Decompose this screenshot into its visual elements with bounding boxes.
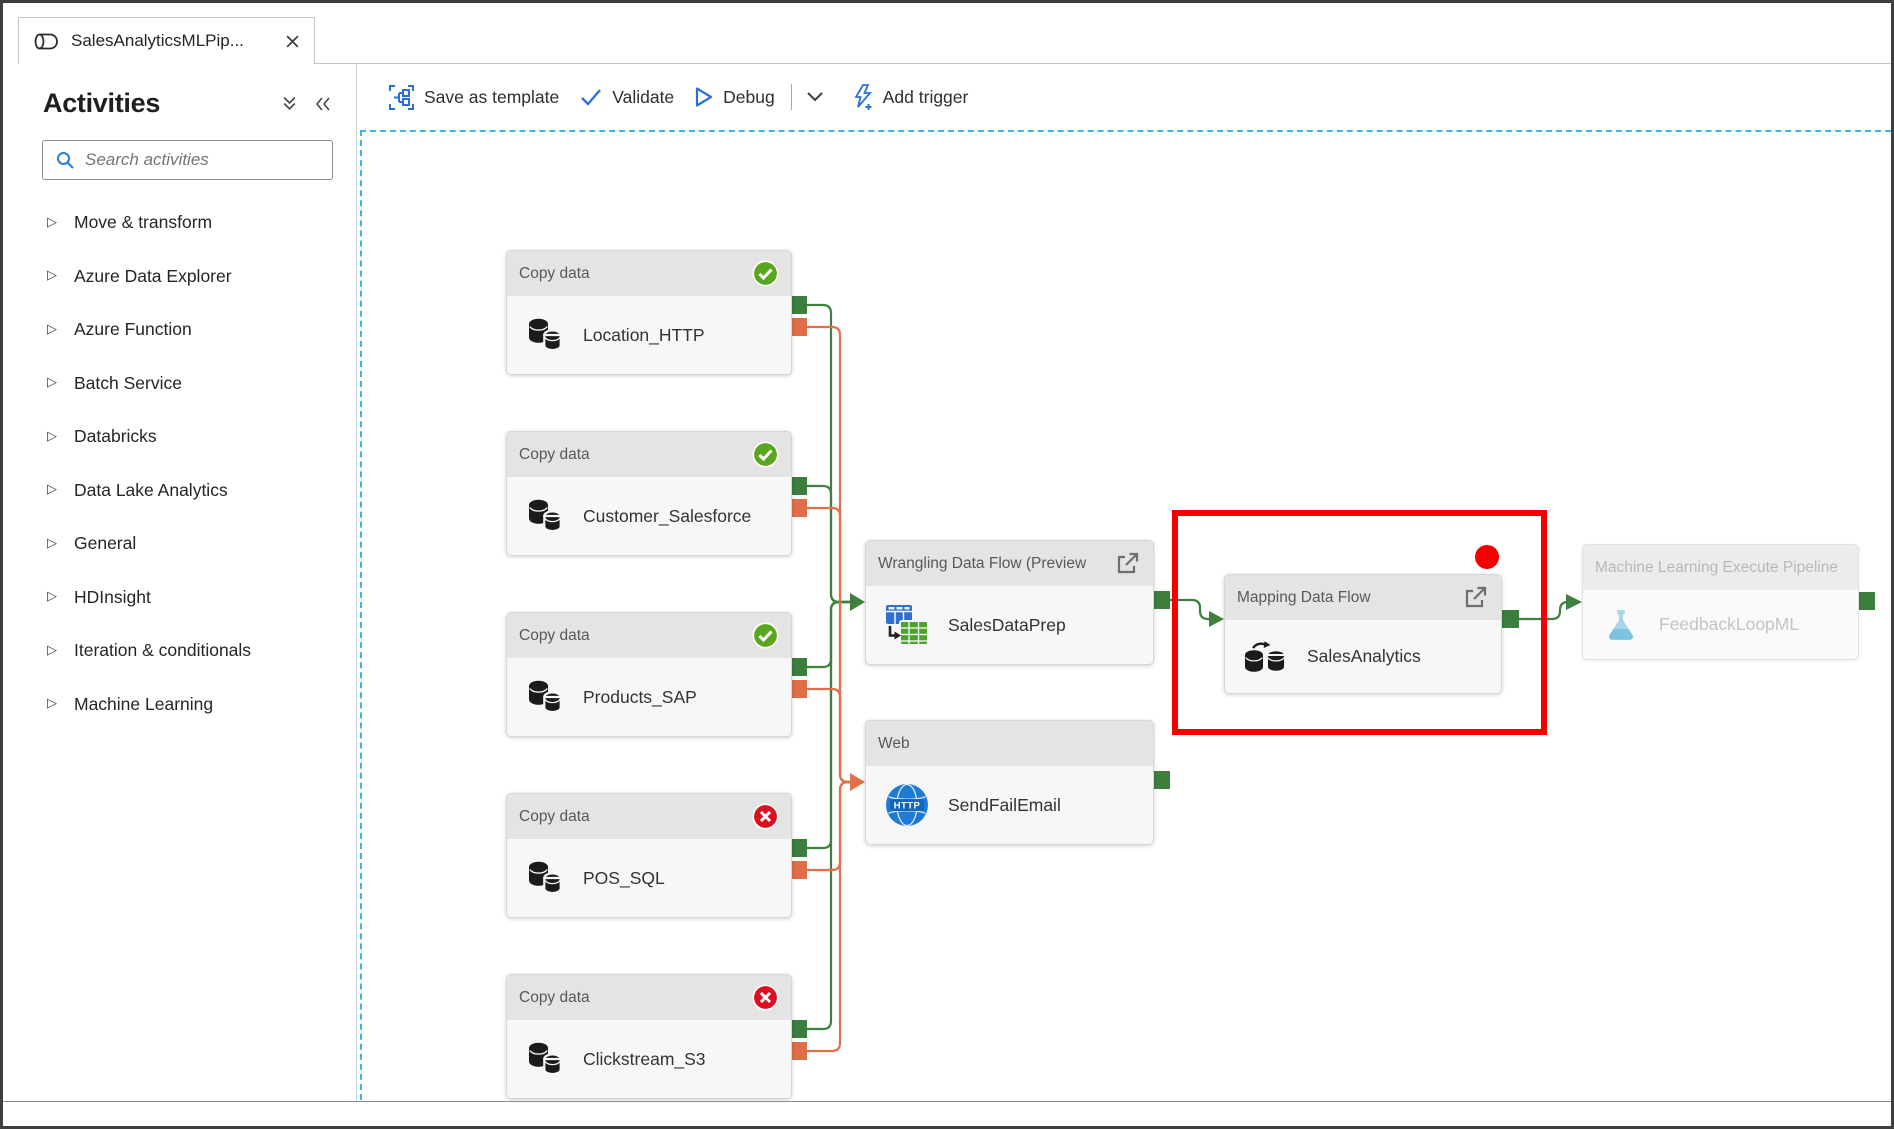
- success-port[interactable]: [1152, 591, 1170, 609]
- web-http-icon: HTTP: [886, 783, 928, 827]
- node-sendfailemail[interactable]: Web HTTP SendFailEmail: [865, 720, 1154, 845]
- debug-button[interactable]: Debug: [684, 80, 785, 114]
- add-trigger-button[interactable]: Add trigger: [842, 78, 979, 117]
- chevron-right-icon: ▷: [47, 641, 57, 657]
- sidebar-item-label: Batch Service: [74, 372, 182, 393]
- node-salesdataprep[interactable]: Wrangling Data Flow (Preview SalesDataPr…: [865, 540, 1154, 665]
- sidebar-item-label: Iteration & conditionals: [74, 640, 252, 661]
- check-icon: [581, 89, 602, 106]
- copy-data-icon: [529, 499, 562, 533]
- input-arrow-sendfailemail: [850, 773, 865, 791]
- sidebar-item-hdinsight[interactable]: ▷ HDInsight: [3, 571, 355, 625]
- sidebar-item-move-transform[interactable]: ▷ Move & transform: [3, 196, 355, 250]
- chevron-right-icon: ▷: [47, 320, 57, 336]
- save-as-template-button[interactable]: Save as template: [378, 78, 569, 117]
- status-failed-icon: [752, 984, 779, 1011]
- node-salesanalytics[interactable]: Mapping Data Flow SalesAnalytics: [1224, 574, 1502, 694]
- chevron-right-icon: ▷: [47, 695, 57, 711]
- pipeline-canvas[interactable]: Copy data Location_HTTP Copy data: [360, 130, 1891, 1100]
- copy-data-icon: [529, 1042, 562, 1076]
- sidebar-item-machine-learning[interactable]: ▷ Machine Learning: [3, 678, 355, 732]
- status-success-icon: [752, 622, 779, 649]
- activity-category-list: ▷ Move & transform ▷ Azure Data Explorer ▷ Az…: [3, 196, 355, 731]
- sidebar-item-label: Data Lake Analytics: [74, 479, 228, 500]
- wrangling-data-flow-icon: [886, 605, 929, 646]
- highlight-dot: [1475, 545, 1499, 569]
- copy-data-icon: [529, 318, 562, 352]
- status-success-icon: [752, 441, 779, 468]
- collapse-all-icon[interactable]: [281, 95, 298, 112]
- node-location-http[interactable]: Copy data Location_HTTP: [506, 250, 792, 375]
- pipeline-icon: [34, 33, 58, 49]
- success-port[interactable]: [1857, 592, 1875, 610]
- sidebar-item-general[interactable]: ▷ General: [3, 517, 355, 571]
- play-icon: [696, 87, 713, 107]
- canvas-bottom-divider: [3, 1101, 1891, 1102]
- sidebar-item-label: Azure Data Explorer: [74, 265, 232, 286]
- sidebar-item-data-lake-analytics[interactable]: ▷ Data Lake Analytics: [3, 464, 355, 518]
- status-success-icon: [752, 260, 779, 287]
- copy-data-icon: [529, 680, 562, 714]
- node-pos-sql[interactable]: Copy data POS_SQL: [506, 793, 792, 918]
- pipeline-toolbar: Save as template Validate Debug Add trig…: [358, 64, 1891, 130]
- input-arrow-salesanalytics: [1209, 611, 1224, 627]
- close-icon[interactable]: [285, 34, 300, 49]
- chevron-right-icon: ▷: [47, 374, 57, 390]
- chevron-right-icon: ▷: [47, 534, 57, 550]
- sidebar-item-azure-function[interactable]: ▷ Azure Function: [3, 303, 355, 357]
- sidebar-item-label: Move & transform: [74, 212, 213, 233]
- tab-title: SalesAnalyticsMLPip...: [71, 31, 244, 50]
- sidebar-item-label: HDInsight: [74, 586, 151, 607]
- chevron-right-icon: ▷: [47, 427, 57, 443]
- search-icon: [57, 152, 74, 169]
- svg-text:HTTP: HTTP: [894, 801, 921, 812]
- sidebar-item-batch-service[interactable]: ▷ Batch Service: [3, 357, 355, 411]
- success-port[interactable]: [1501, 610, 1519, 628]
- chevron-right-icon: ▷: [47, 481, 57, 497]
- chevron-right-icon: ▷: [47, 267, 57, 283]
- open-in-new-icon[interactable]: [1461, 584, 1489, 612]
- search-input[interactable]: [85, 150, 320, 170]
- sidebar-item-databricks[interactable]: ▷ Databricks: [3, 410, 355, 464]
- status-failed-icon: [752, 803, 779, 830]
- debug-options-chevron[interactable]: [798, 85, 832, 109]
- node-customer-salesforce[interactable]: Copy data Customer_Salesforce: [506, 431, 792, 556]
- open-in-new-icon[interactable]: [1113, 550, 1141, 578]
- sidebar-item-label: Azure Function: [74, 319, 192, 340]
- chevron-right-icon: ▷: [47, 213, 57, 229]
- toolbar-divider: [790, 84, 792, 110]
- pipeline-tab[interactable]: SalesAnalyticsMLPip...: [18, 17, 315, 64]
- template-icon: [389, 84, 414, 110]
- node-products-sap[interactable]: Copy data Products_SAP: [506, 612, 792, 737]
- copy-data-icon: [529, 861, 562, 895]
- collapse-sidebar-icon[interactable]: [314, 96, 332, 112]
- input-arrow-feedbackloopml: [1566, 594, 1582, 610]
- lightning-add-icon: [854, 83, 872, 110]
- chevron-down-icon: [807, 92, 823, 102]
- tabstrip-divider: [315, 63, 1891, 64]
- validate-button[interactable]: Validate: [569, 81, 684, 114]
- search-activities-box[interactable]: [42, 140, 333, 180]
- sidebar-item-label: General: [74, 533, 137, 554]
- node-feedbackloopml[interactable]: Machine Learning Execute Pipeline Feedba…: [1582, 544, 1859, 660]
- chevron-right-icon: ▷: [47, 588, 57, 604]
- sidebar-item-label: Databricks: [74, 426, 157, 447]
- sidebar-item-azure-data-explorer[interactable]: ▷ Azure Data Explorer: [3, 250, 355, 304]
- sidebar-item-label: Machine Learning: [74, 693, 214, 714]
- success-port[interactable]: [1152, 771, 1170, 789]
- sidebar-item-iteration-conditionals[interactable]: ▷ Iteration & conditionals: [3, 624, 355, 678]
- node-clickstream-s3[interactable]: Copy data Clickstream_S3: [506, 974, 792, 1099]
- mapping-data-flow-icon: [1245, 640, 1286, 673]
- ml-flask-icon: [1609, 609, 1633, 640]
- input-arrow-salesdataprep: [850, 593, 865, 611]
- sidebar-title: Activities: [43, 88, 161, 118]
- activities-sidebar: Activities ▷ Move & transform ▷ Azure Data …: [3, 64, 357, 1102]
